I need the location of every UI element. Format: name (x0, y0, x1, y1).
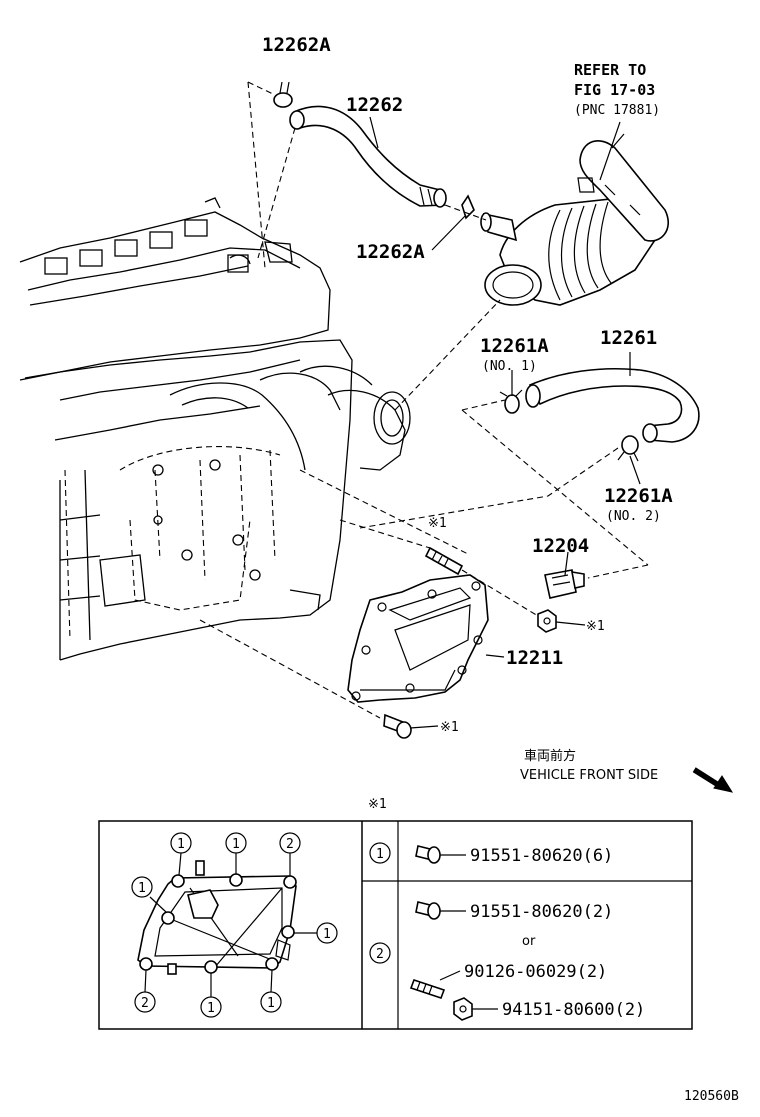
note-mark-c: ※1 (440, 720, 459, 735)
callout-labels: 12262A 12262 12262A REFER TO FIG 17-03 (… (262, 34, 673, 735)
detail-title-mark: ※1 (368, 797, 387, 812)
gasket-num-5: 1 (323, 927, 331, 942)
pcv-valve-12204 (544, 569, 585, 599)
row-key-2: 2 (376, 947, 384, 962)
dashed-leaders (199, 81, 649, 719)
hose-12261 (525, 367, 700, 443)
plate-12211 (347, 574, 489, 703)
part-row2-a: 91551-80620(2) (470, 902, 613, 922)
vehicle-front-jp: 車両前方 (524, 748, 576, 764)
part-row1-a: 91551-80620(6) (470, 846, 613, 866)
part-row2-b: 90126-06029(2) (464, 962, 607, 982)
stud-icon (409, 978, 446, 1000)
gasket-diagram (137, 860, 297, 975)
note-mark-a: ※1 (428, 516, 447, 531)
hose-12262 (289, 105, 447, 208)
label-12261A-top-sub: (NO. 1) (482, 359, 537, 374)
bolt-icon-2 (415, 901, 441, 920)
refer-to-line2: FIG 17-03 (574, 81, 655, 99)
intake-duct (480, 133, 670, 306)
label-12262A-top: 12262A (262, 34, 331, 56)
clip-12261A-no2 (617, 435, 639, 462)
figure-id: 120560B (684, 1089, 739, 1104)
engine-block (19, 197, 411, 661)
bolt-bottom (383, 713, 412, 739)
gasket-num-8: 1 (267, 996, 275, 1011)
gasket-num-6: 2 (141, 996, 149, 1011)
refer-to-line3: (PNC 17881) (574, 103, 660, 118)
gasket-num-1: 1 (177, 837, 185, 852)
gasket-callouts: 1 1 2 1 1 2 1 1 (131, 832, 338, 1018)
vehicle-front-en: VEHICLE FRONT SIDE (520, 768, 658, 783)
stud-bolt-top (424, 546, 464, 576)
clip-12262A-mid (461, 194, 475, 220)
gasket-num-2: 1 (232, 837, 240, 852)
label-12262: 12262 (346, 94, 403, 116)
label-12204: 12204 (532, 535, 589, 557)
label-12261: 12261 (600, 327, 657, 349)
part-row2-c: 94151-80600(2) (502, 1000, 645, 1020)
row-key-1: 1 (376, 847, 384, 862)
clip-12262A-top (273, 81, 293, 108)
or-separator: or (522, 934, 536, 949)
bolt-icon (415, 845, 441, 864)
direction-arrow-icon (692, 767, 734, 793)
refer-to-line1: REFER TO (574, 61, 646, 79)
gasket-num-4: 1 (138, 881, 146, 896)
vehicle-front-indicator: 車両前方 VEHICLE FRONT SIDE (520, 748, 734, 793)
clip-12261A-no1 (499, 389, 523, 414)
label-12211: 12211 (506, 647, 563, 669)
label-12261A-top: 12261A (480, 335, 549, 357)
label-12262A-mid: 12262A (356, 241, 425, 263)
nut-icon (453, 997, 473, 1021)
label-12261A-bot-sub: (NO. 2) (606, 509, 661, 524)
gasket-num-3: 2 (286, 837, 294, 852)
solid-leaders (369, 116, 641, 729)
nut-right (537, 609, 557, 633)
gasket-num-7: 1 (207, 1001, 215, 1016)
detail-table: ※1 (98, 797, 693, 1030)
detail-table-frame (98, 820, 693, 1030)
label-12261A-bot: 12261A (604, 485, 673, 507)
note-mark-b: ※1 (586, 619, 605, 634)
